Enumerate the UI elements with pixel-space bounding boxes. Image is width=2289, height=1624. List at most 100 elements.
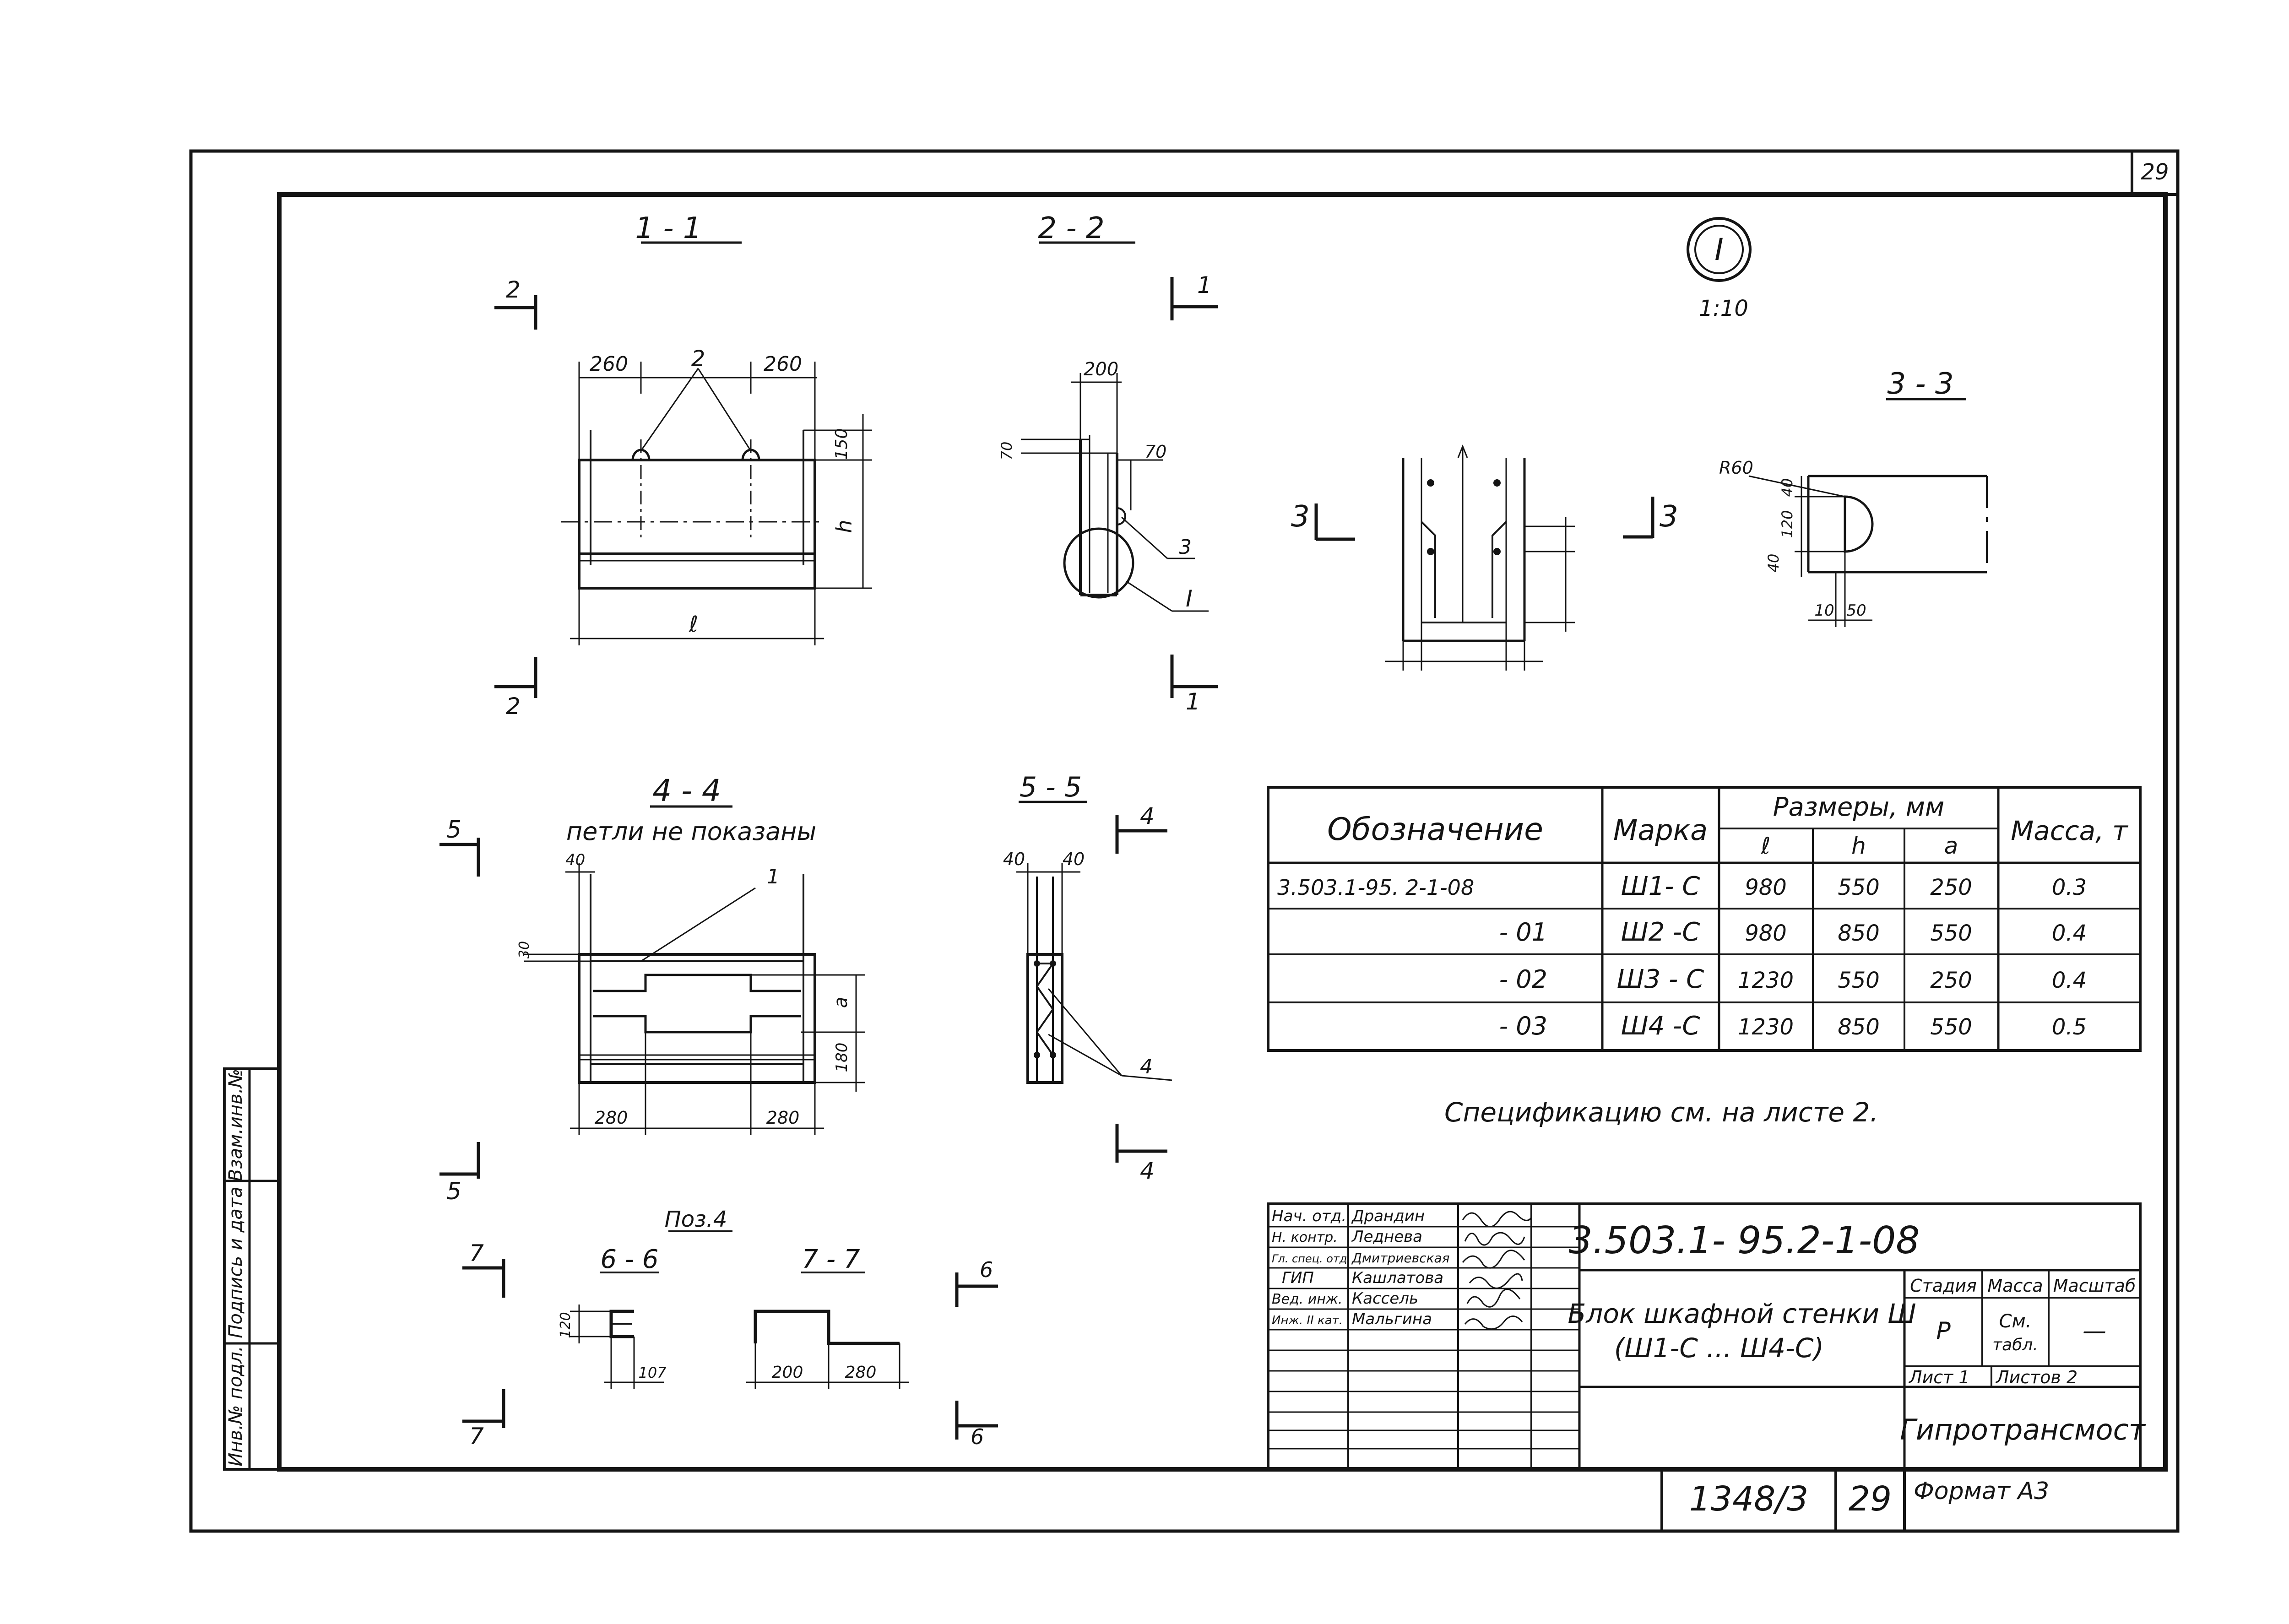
section-1-1: 1 - 1 2 2 2 260 260 1 bbox=[494, 211, 872, 720]
dim-280-right: 280 bbox=[766, 1108, 800, 1128]
cut-label-left: 3 bbox=[1291, 500, 1310, 534]
sheets-label: Листов 2 bbox=[1995, 1367, 2077, 1387]
sheet-number: 29 bbox=[2141, 159, 2169, 185]
doc-code: 3.503.1- 95.2-1-08 bbox=[1569, 1219, 1920, 1262]
row3-mass: 0.4 bbox=[2052, 968, 2087, 993]
dim-40-top: 40 bbox=[1779, 478, 1796, 497]
section-3-3-title: 3 - 3 bbox=[1887, 367, 1953, 401]
dim-70-left: 70 bbox=[998, 442, 1015, 460]
sig-name-3: Дмитриевская bbox=[1351, 1250, 1450, 1266]
dim-l: ℓ bbox=[689, 612, 698, 637]
dim-260-right: 260 bbox=[764, 352, 802, 376]
sig-name-5: Кассель bbox=[1352, 1289, 1418, 1308]
cut-label-top: 4 bbox=[1140, 803, 1155, 829]
pos-3-label: 3 bbox=[1179, 536, 1192, 559]
bottom-strip: 1348/3 29 Формат А3 bbox=[1660, 1469, 2049, 1531]
section-7-7-title: 7 - 7 bbox=[802, 1245, 860, 1274]
mass-value-2: табл. bbox=[1992, 1336, 2038, 1354]
detail-scale: 1:10 bbox=[1699, 296, 1748, 321]
dim-40-bottom: 40 bbox=[1765, 554, 1782, 573]
stage-label: Стадия bbox=[1910, 1276, 1977, 1296]
row3-l: 1230 bbox=[1738, 968, 1794, 993]
doc-name-line2: (Ш1-С ... Ш4-С) bbox=[1614, 1332, 1824, 1364]
mass-label: Масса bbox=[1987, 1276, 2043, 1296]
section-2-2: 2 - 2 1 1 200 70 70 3 I bbox=[998, 211, 1218, 715]
dim-30: 30 bbox=[516, 941, 532, 958]
dim-120: 120 bbox=[1779, 510, 1796, 538]
dim-40-right: 40 bbox=[1063, 849, 1085, 869]
sheet-number-box bbox=[2131, 150, 2179, 196]
organization: Гипротрансмост bbox=[1900, 1413, 2146, 1446]
cut-label-7-bottom: 7 bbox=[469, 1423, 484, 1450]
stamp-signature-date: Подпись и дата bbox=[225, 1186, 246, 1338]
detail-ref-label: I bbox=[1186, 585, 1193, 612]
inner-frame bbox=[277, 192, 2168, 1472]
mass-value-1: См. bbox=[1999, 1311, 2032, 1332]
cut-label-7-top: 7 bbox=[469, 1240, 484, 1267]
header-a: a bbox=[1944, 833, 1958, 859]
header-l: ℓ bbox=[1761, 833, 1771, 859]
row2-mass: 0.4 bbox=[2052, 920, 2087, 946]
sig-name-6: Мальгина bbox=[1352, 1310, 1432, 1328]
sig-role-2: Н. контр. bbox=[1272, 1229, 1338, 1245]
row4-mass: 0.5 bbox=[2052, 1014, 2087, 1040]
row1-mass: 0.3 bbox=[2052, 875, 2087, 900]
cut-label-bottom: 2 bbox=[506, 693, 521, 720]
position-4-group: Поз.4 6 - 6 7 - 7 7 7 6 6 120 107 bbox=[462, 1207, 998, 1450]
cut-label-6-bottom: 6 bbox=[971, 1424, 984, 1449]
sig-name-4: Кашлатова bbox=[1352, 1269, 1443, 1287]
paper-format: Формат А3 bbox=[1914, 1478, 2049, 1505]
dim-a: a bbox=[830, 997, 852, 1008]
row3-h: 550 bbox=[1838, 968, 1880, 993]
sig-name-1: Драндин bbox=[1351, 1207, 1425, 1225]
pos-1-label: 1 bbox=[767, 865, 780, 888]
doc-name-line1: Блок шкафной стенки Ш bbox=[1568, 1298, 1916, 1329]
sig-role-5: Вед. инж. bbox=[1272, 1291, 1343, 1307]
row1-a: 250 bbox=[1930, 875, 1972, 900]
page-number: 29 bbox=[1849, 1479, 1892, 1519]
header-designation: Обозначение bbox=[1327, 812, 1543, 848]
row2-h: 850 bbox=[1838, 920, 1880, 946]
dim-150: 150 bbox=[832, 428, 851, 460]
dim-40: 40 bbox=[565, 851, 585, 869]
header-sizes: Размеры, мм bbox=[1773, 792, 1944, 822]
row1-l: 980 bbox=[1745, 875, 1787, 900]
section-4-4-title: 4 - 4 bbox=[652, 773, 721, 808]
spec-table: Обозначение Марка Размеры, мм ℓ h a Масс… bbox=[1267, 786, 2142, 1052]
detail-marker-label: I bbox=[1714, 232, 1723, 267]
dim-200: 200 bbox=[1084, 359, 1118, 380]
row4-h: 850 bbox=[1838, 1014, 1880, 1040]
pos-4-title: Поз.4 bbox=[665, 1207, 727, 1232]
row3-mark: Ш3 - С bbox=[1617, 964, 1704, 994]
row1-designation: 3.503.1-95. 2-1-08 bbox=[1277, 875, 1474, 900]
loop-pos-label: 2 bbox=[691, 346, 705, 372]
cut-label-bottom: 5 bbox=[446, 1178, 461, 1205]
dim-120: 120 bbox=[558, 1312, 574, 1338]
spec-note: Спецификацию см. на листе 2. bbox=[1444, 1097, 1878, 1128]
section-4-4-note: петли не показаны bbox=[566, 817, 816, 846]
signature-scribbles bbox=[1462, 1211, 1532, 1330]
section-5-5-title: 5 - 5 bbox=[1020, 771, 1082, 803]
dim-280-left: 280 bbox=[595, 1108, 628, 1128]
scale-label: Масштаб bbox=[2053, 1276, 2136, 1296]
section-2-2-title: 2 - 2 bbox=[1038, 211, 1104, 245]
header-mass: Масса, т bbox=[2011, 815, 2129, 846]
row4-designation: - 03 bbox=[1499, 1012, 1547, 1040]
cut-label-bottom: 1 bbox=[1186, 688, 1200, 715]
row2-mark: Ш2 -С bbox=[1621, 917, 1700, 947]
cut-label-top: 1 bbox=[1197, 272, 1212, 298]
row1-h: 550 bbox=[1838, 875, 1880, 900]
row3-designation: - 02 bbox=[1499, 965, 1547, 994]
row1-mark: Ш1- С bbox=[1621, 872, 1700, 901]
row3-a: 250 bbox=[1930, 968, 1972, 993]
section-5-5: 5 - 5 4 4 4 40 40 bbox=[1003, 771, 1172, 1184]
row4-l: 1230 bbox=[1738, 1014, 1794, 1040]
sig-role-4: ГИП bbox=[1282, 1269, 1314, 1287]
header-mark: Марка bbox=[1613, 813, 1708, 847]
scale-value: — bbox=[2083, 1317, 2106, 1345]
dim-40-left: 40 bbox=[1003, 849, 1025, 869]
row4-mark: Ш4 -С bbox=[1621, 1011, 1700, 1041]
row4-a: 550 bbox=[1930, 1014, 1972, 1040]
pos-4-label: 4 bbox=[1140, 1055, 1153, 1078]
